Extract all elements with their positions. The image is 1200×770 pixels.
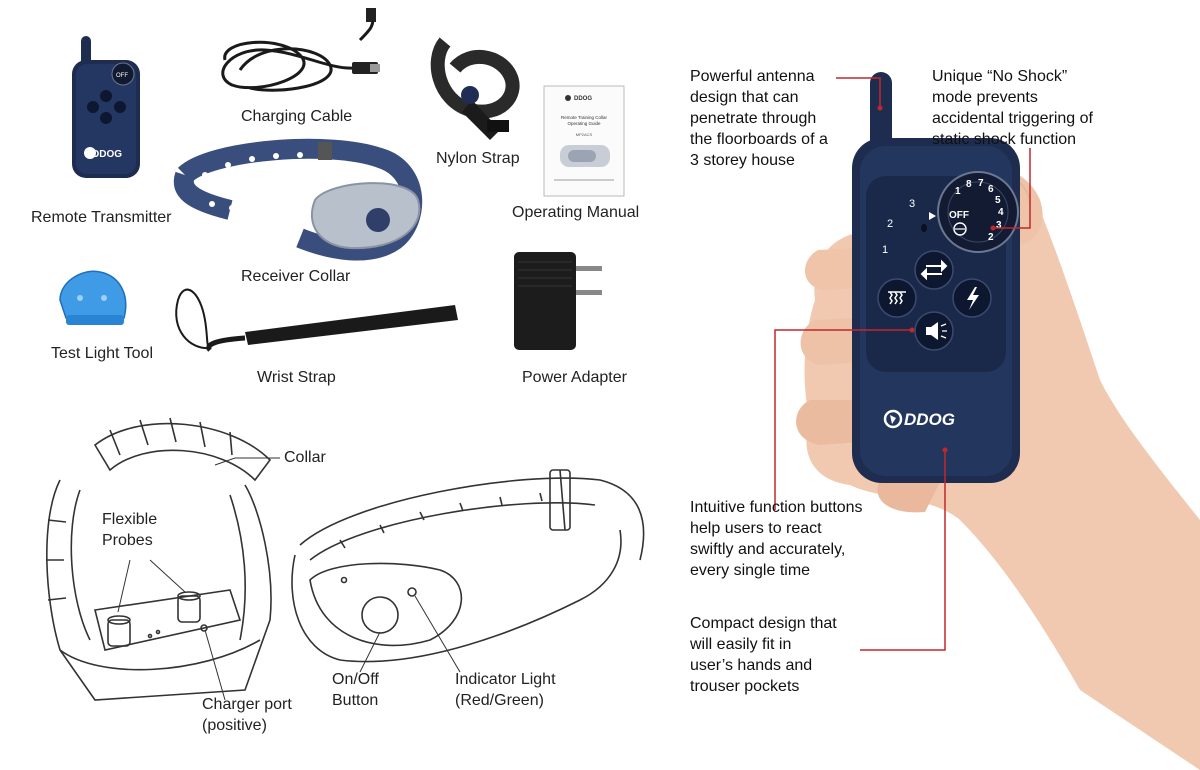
callout-no-shock-line: mode prevents <box>932 89 1038 106</box>
svg-text:4: 4 <box>998 207 1004 218</box>
callout-antenna-line: Powerful antenna <box>690 68 815 85</box>
callout-buttons-line: help users to react <box>690 520 822 537</box>
callout-no-shock-line: accidental triggering of <box>932 110 1093 127</box>
vibration-icon <box>888 291 906 305</box>
diagram-label-charger-port-line2: (positive) <box>202 716 267 734</box>
svg-text:5: 5 <box>995 195 1001 206</box>
remote-transmitter-image: OFF DDOG <box>72 36 140 178</box>
power-adapter-image <box>514 252 602 350</box>
diagram-label-charger-port: Charger port (positive) <box>202 695 292 737</box>
diagram-label-on-off-line2: Button <box>332 691 379 709</box>
swap-arrows-icon <box>920 259 948 281</box>
shock-bolt-icon <box>967 287 979 310</box>
collar-line-drawing-right <box>291 469 645 663</box>
callout-antenna-line: 3 storey house <box>690 152 795 169</box>
svg-text:2: 2 <box>988 232 994 243</box>
operating-manual-image <box>543 85 625 197</box>
mode-3-label: 3 <box>909 198 915 210</box>
mode-2-label: 2 <box>887 218 893 230</box>
remote-brand-text: DDOG <box>904 410 955 429</box>
svg-text:7: 7 <box>978 178 984 189</box>
callout-antenna-line: the floorboards of a <box>690 131 828 148</box>
label-test-light-tool: Test Light Tool <box>51 345 153 362</box>
callout-leader-lines <box>774 77 1031 651</box>
manual-brand: DDOG <box>574 96 592 102</box>
diagram-label-on-off-button: On/Off Button <box>332 670 379 712</box>
diagram-label-flexible-probes: Flexible Probes <box>102 510 157 552</box>
callout-buttons-line: every single time <box>690 562 811 579</box>
callout-no-shock-line: Unique “No Shock” <box>932 68 1068 85</box>
diagram-label-indicator-light: Indicator Light (Red/Green) <box>455 670 556 712</box>
dial-off-label: OFF <box>949 210 969 221</box>
manual-title-line2: Operating Guide <box>567 121 601 126</box>
diagram-label-collar: Collar <box>284 449 326 466</box>
callout-compact-line: user’s hands and <box>690 657 813 674</box>
label-power-adapter: Power Adapter <box>522 369 627 386</box>
svg-text:OFF: OFF <box>116 73 128 79</box>
callout-no-shock-line: static shock function <box>932 131 1077 148</box>
label-operating-manual: Operating Manual <box>512 204 640 221</box>
callout-buttons-line: swiftly and accurately, <box>690 541 846 558</box>
label-remote-transmitter: Remote Transmitter <box>31 209 172 226</box>
receiver-collar-image <box>173 138 423 261</box>
diagram-label-indicator-light-line2: (Red/Green) <box>455 691 544 709</box>
callout-compact-line: Compact design that <box>690 615 837 632</box>
beep-speaker-icon <box>926 322 947 340</box>
callout-buttons-line: Intuitive function buttons <box>690 499 863 516</box>
svg-text:3: 3 <box>996 220 1002 231</box>
diagram-label-indicator-light-line1: Indicator Light <box>455 671 556 688</box>
mode-1-label: 1 <box>882 244 888 256</box>
diagram-label-charger-port-line1: Charger port <box>202 696 292 713</box>
svg-text:8: 8 <box>966 179 972 190</box>
svg-text:6: 6 <box>988 184 994 195</box>
svg-text:DDOG: DDOG <box>92 149 122 160</box>
test-light-tool-image <box>59 270 127 325</box>
callout-antenna-line: penetrate through <box>690 110 817 127</box>
diagram-leader-lines <box>117 457 461 701</box>
diagram-label-flexible-probes-line1: Flexible <box>102 511 158 528</box>
label-nylon-strap: Nylon Strap <box>436 150 520 167</box>
callout-antenna-line: design that can <box>690 89 799 106</box>
manual-model: MP2ACS <box>576 132 593 137</box>
callout-dots <box>877 105 996 453</box>
ddog-logo-icon <box>883 409 903 429</box>
nylon-strap-image <box>430 37 520 140</box>
diagram-label-flexible-probes-line2: Probes <box>102 531 153 549</box>
callout-no-shock: Unique “No Shock” mode prevents accident… <box>932 66 1093 150</box>
label-wrist-strap: Wrist Strap <box>257 369 336 386</box>
diagram-label-on-off-line1: On/Off <box>332 671 379 688</box>
collar-line-drawing-left <box>46 417 272 701</box>
callout-compact-line: trouser pockets <box>690 678 800 695</box>
label-receiver-collar: Receiver Collar <box>241 268 351 285</box>
wrist-strap-image <box>175 288 458 352</box>
manual-title-line1: Remote Training Collar <box>561 115 608 120</box>
callout-antenna: Powerful antenna design that can penetra… <box>690 66 828 171</box>
label-charging-cable: Charging Cable <box>241 108 353 125</box>
callout-compact-line: will easily fit in <box>690 636 792 653</box>
callout-buttons: Intuitive function buttons help users to… <box>690 497 863 581</box>
callout-compact: Compact design that will easily fit in u… <box>690 613 837 697</box>
charging-cable-image <box>221 8 380 92</box>
svg-text:1: 1 <box>955 186 961 197</box>
